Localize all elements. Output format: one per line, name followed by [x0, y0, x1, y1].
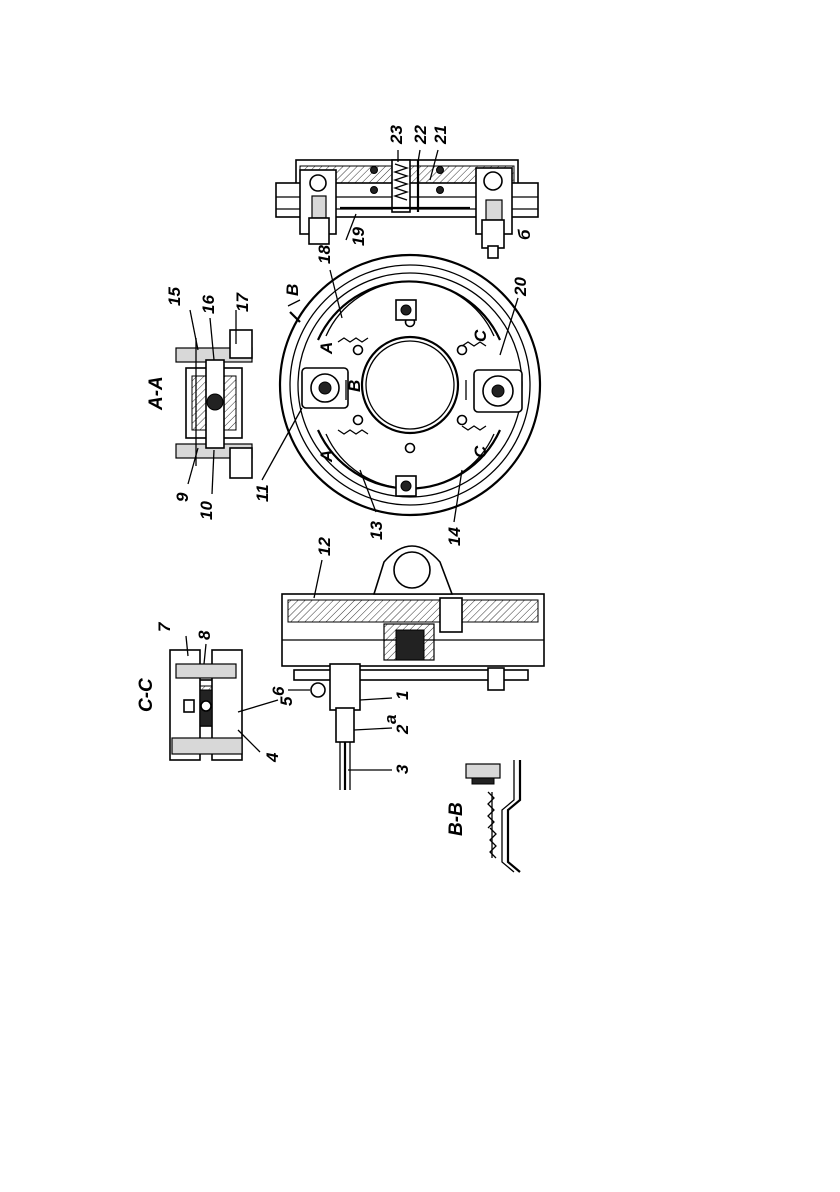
callout-8: 8 [195, 630, 214, 640]
backing-plate-front-view [280, 255, 540, 515]
callout-15: 15 [165, 287, 184, 306]
callout-6: 6 [269, 686, 288, 696]
mark-b: B [345, 380, 364, 392]
callout-20: 20 [511, 277, 530, 297]
callout-22: 22 [411, 125, 430, 145]
mark-a-bottom: A [317, 450, 336, 463]
callout-14: 14 [445, 527, 464, 546]
section-label-aa: A-A [146, 376, 167, 411]
mark-c-top: C [471, 329, 490, 342]
callout-18: 18 [315, 245, 334, 264]
callout-23: 23 [387, 125, 406, 145]
callout-21: 21 [431, 125, 450, 145]
callout-13: 13 [367, 521, 386, 540]
callout-11: 11 [253, 484, 272, 502]
callout-16: 16 [199, 295, 218, 314]
arrow-label-b: B [283, 284, 302, 296]
callout-17: 17 [233, 292, 252, 312]
callout-9: 9 [173, 492, 192, 502]
section-c-c-detail [170, 650, 242, 760]
callout-7: 7 [155, 621, 174, 632]
view-label-b: б [515, 229, 534, 240]
view-label-a: а [381, 715, 400, 724]
section-b-b-detail [466, 760, 520, 872]
mark-a-top: A [317, 342, 336, 355]
callout-10: 10 [197, 501, 216, 520]
view-a-drum-side [282, 546, 544, 790]
section-label-bb: B-B [446, 802, 467, 836]
view-b-shoe-assembly [276, 160, 538, 258]
section-label-cc: C-C [136, 678, 157, 712]
callout-4: 4 [263, 752, 282, 763]
callout-5: 5 [277, 696, 296, 706]
callout-1: 1 [393, 691, 412, 700]
callout-12: 12 [315, 537, 334, 556]
callout-3: 3 [393, 764, 412, 774]
mark-c-bottom: C [471, 445, 490, 458]
callout-2: 2 [393, 724, 412, 735]
callout-19: 19 [349, 227, 368, 246]
